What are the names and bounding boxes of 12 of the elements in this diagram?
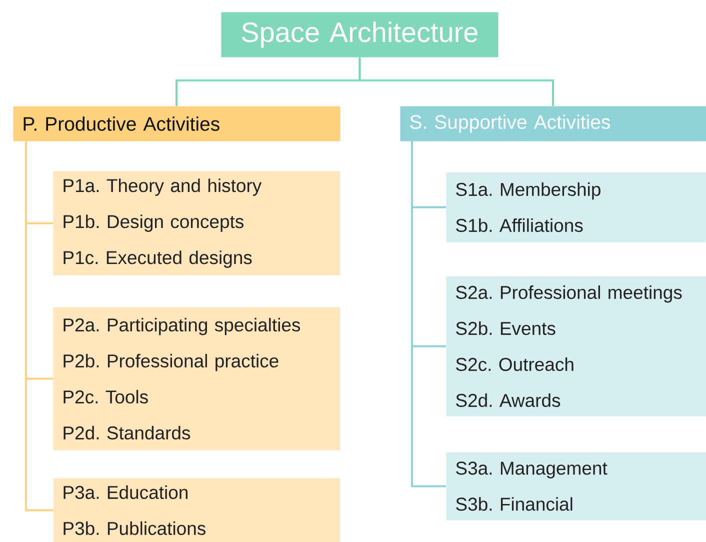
topic-box: S3a. Management S3b. Financial [446, 452, 706, 520]
connector-line [358, 57, 554, 106]
title-box: Space Architecture [221, 12, 498, 58]
category-header: P. Productive Activities [13, 106, 340, 142]
category-header: S. Supportive Activities [400, 106, 706, 142]
topic-box: P2a. Participating specialties P2b. Professional practice P2c. Tools P2d. Standards [53, 307, 340, 450]
topic-box: S2a. Professional meetings S2b. Events S2c. Outreach S2d. Awards [446, 276, 706, 416]
topic-box: S1a. Membership S1b. Affiliations [446, 172, 706, 242]
topic-box: P3a. Education P3b. Publications [53, 478, 340, 542]
connector-line [25, 141, 53, 512]
topic-box: P1a. Theory and history P1b. Design concepts P1c. Executed designs [53, 171, 340, 276]
connector-line [411, 141, 446, 488]
